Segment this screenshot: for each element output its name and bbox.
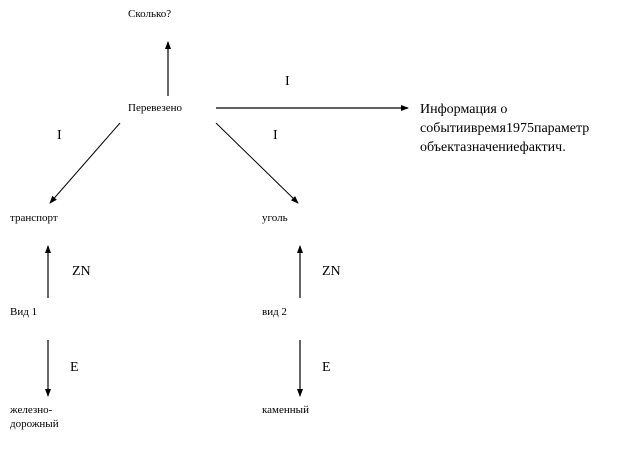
node-center: Перевезено: [128, 102, 182, 114]
edge-label-kind1-railway: E: [70, 360, 79, 375]
edge-label-transport-kind1: ZN: [72, 264, 91, 279]
node-kind1: Вид 1: [10, 306, 38, 318]
info-line: объектазначениефактич.: [420, 140, 566, 155]
node-question: Сколько?: [128, 8, 172, 20]
edge-label-center-info: I: [285, 74, 290, 89]
arrow-center-to-coal: [215, 122, 299, 204]
node-coal: уголь: [262, 212, 288, 224]
node-railway-line2: дорожный: [10, 418, 59, 430]
node-railway-line1: железно-: [10, 404, 53, 416]
info-line: Информация о: [420, 102, 508, 117]
node-stone: каменный: [262, 404, 309, 416]
info-line: событиивремя1975параметр: [420, 121, 590, 136]
edge-label-coal-kind2: ZN: [322, 264, 341, 279]
node-transport: транспорт: [10, 212, 58, 224]
arrow-center-to-transport: [49, 122, 121, 204]
edge-label-center-transport: I: [57, 128, 62, 143]
edge-label-kind2-stone: E: [322, 360, 331, 375]
node-kind2: вид 2: [262, 306, 287, 318]
node-info: Информация о событиивремя1975параметр об…: [420, 100, 589, 157]
edge-label-center-coal: I: [273, 128, 278, 143]
